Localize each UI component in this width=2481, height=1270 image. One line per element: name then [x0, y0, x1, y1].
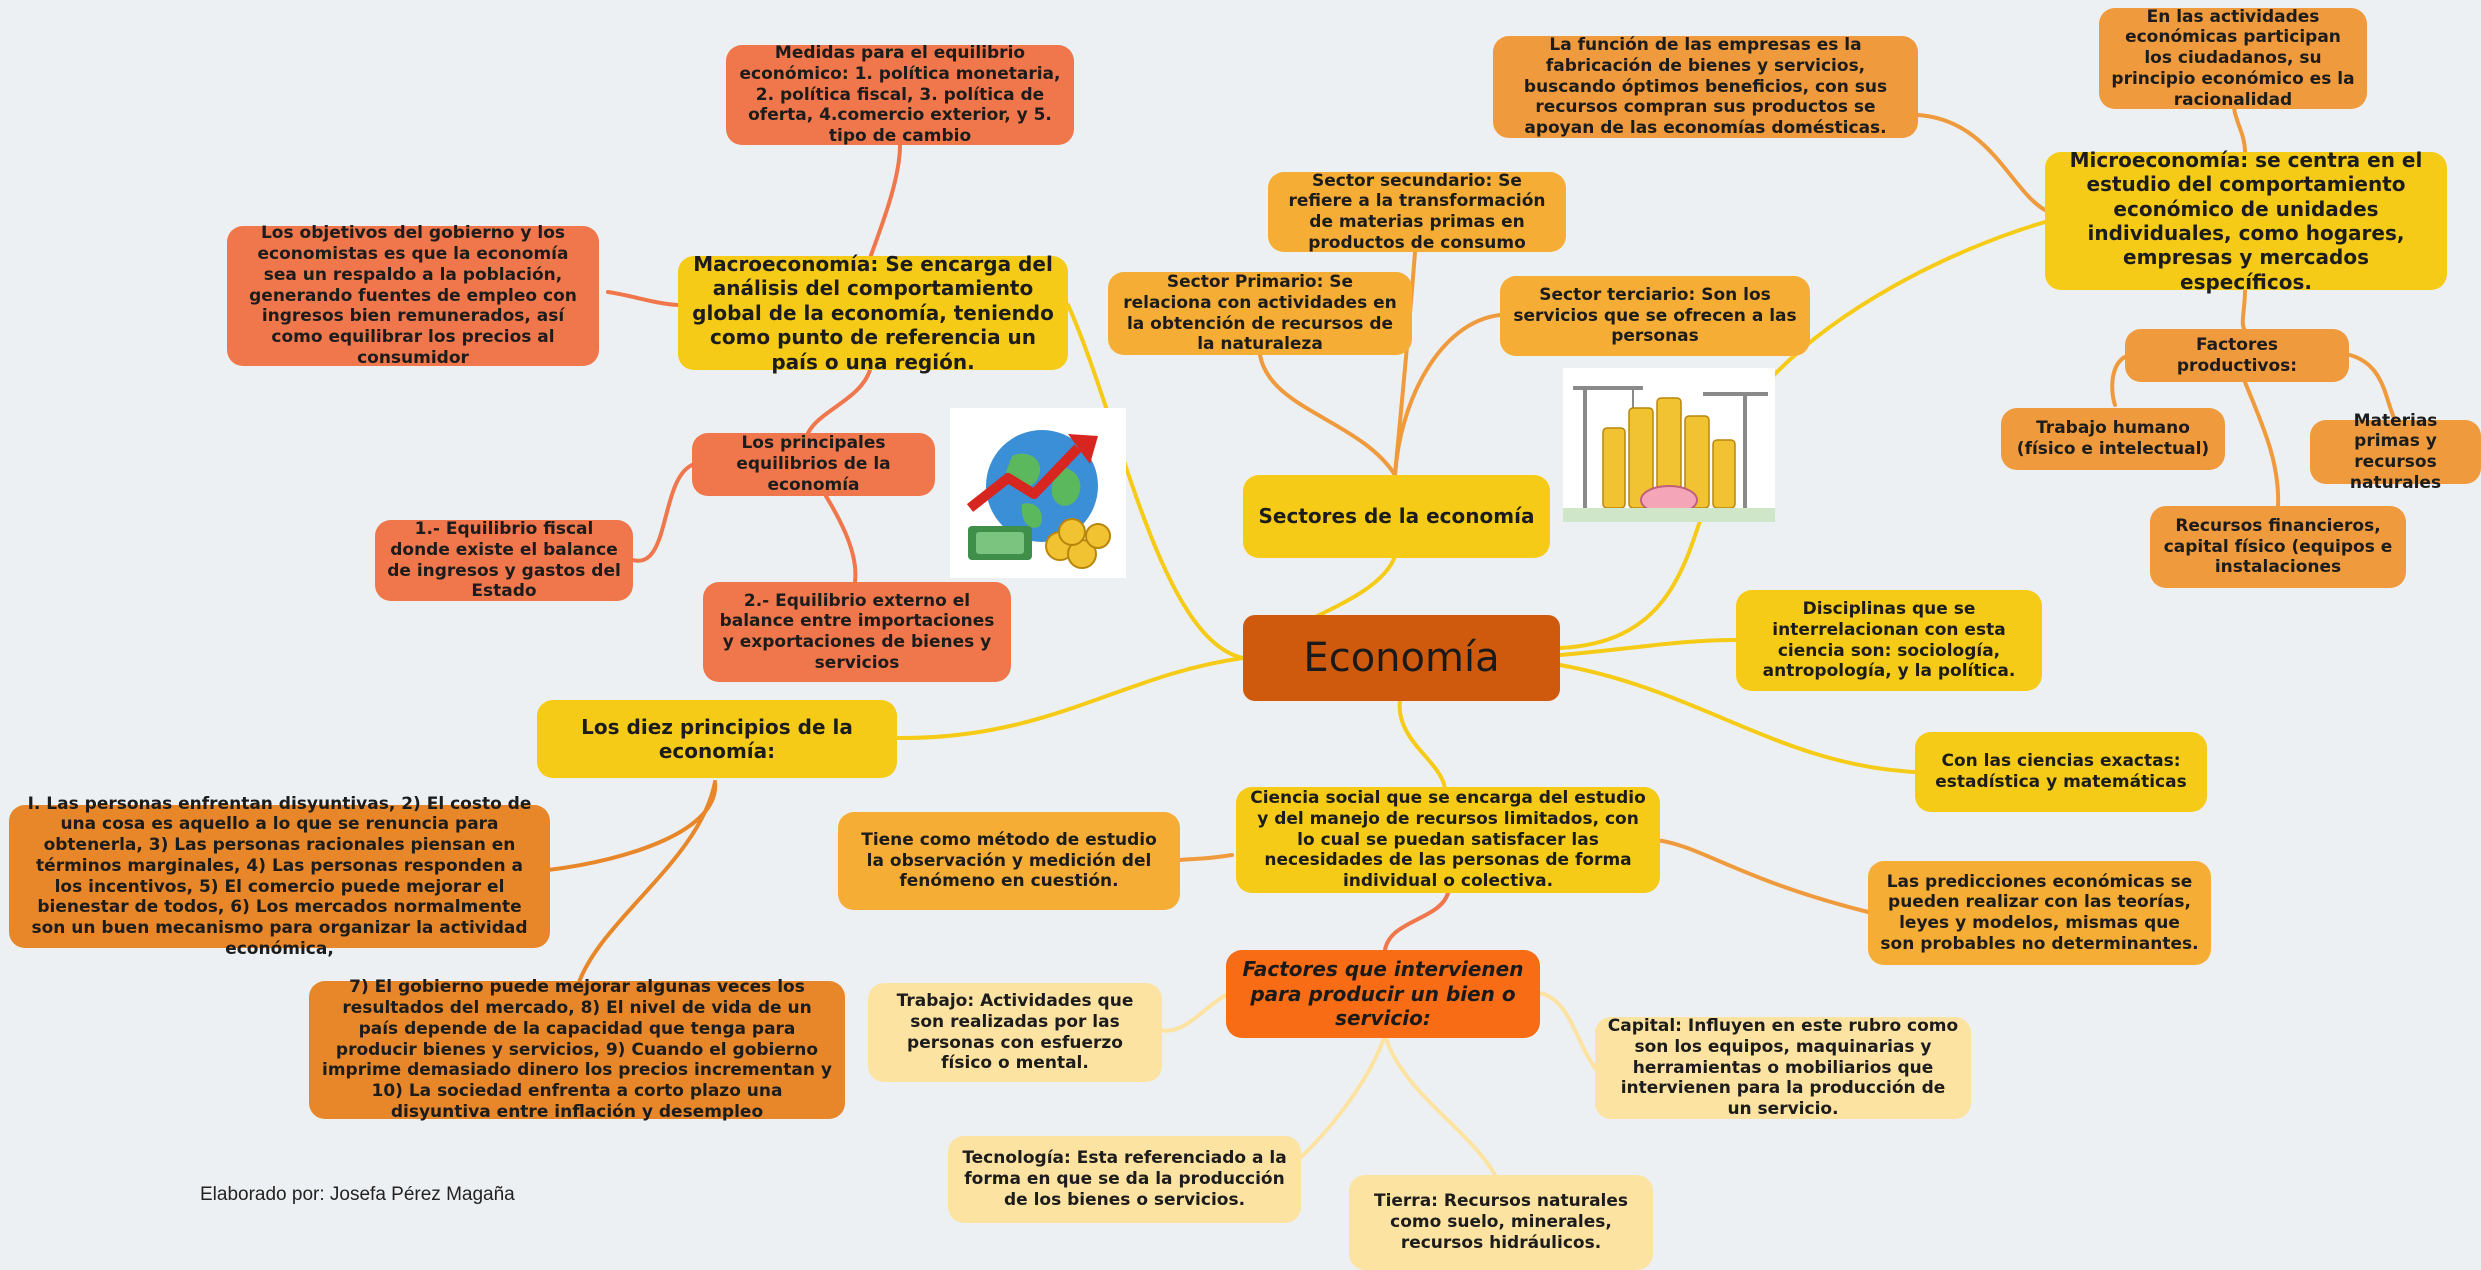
- author-credit: Elaborado por: Josefa Pérez Magaña: [200, 1184, 515, 1205]
- factor-trabajo-node[interactable]: Trabajo: Actividades que son realizadas …: [868, 983, 1162, 1082]
- factores-produccion-node[interactable]: Factores que intervienen para producir u…: [1226, 950, 1540, 1038]
- factores-productivos-node[interactable]: Factores productivos:: [2125, 329, 2349, 382]
- microeconomia-node[interactable]: Microeconomía: se centra en el estudio d…: [2045, 148, 2447, 294]
- factor-tierra-node[interactable]: Tierra: Recursos naturales como suelo, m…: [1349, 1175, 1653, 1270]
- equilibrio-fiscal-node[interactable]: 1.- Equilibrio fiscal donde existe el ba…: [375, 519, 633, 601]
- medidas-node[interactable]: Medidas para el equilibrio económico: 1.…: [726, 43, 1074, 146]
- definicion-node[interactable]: Ciencia social que se encarga del estudi…: [1236, 787, 1660, 893]
- construction-coins-illustration: [1563, 368, 1775, 522]
- equilibrio-externo-node[interactable]: 2.- Equilibrio externo el balance entre …: [703, 582, 1011, 682]
- ciencias-exactas-node[interactable]: Con las ciencias exactas: estadística y …: [1915, 732, 2207, 812]
- ciudadanos-node[interactable]: En las actividades económicas participan…: [2099, 7, 2367, 110]
- principios-node[interactable]: Los diez principios de la economía:: [537, 700, 897, 778]
- metodo-node[interactable]: Tiene como método de estudio la observac…: [838, 812, 1180, 910]
- sector-primario-node[interactable]: Sector Primario: Se relaciona con activi…: [1108, 272, 1412, 355]
- economia-central-node[interactable]: Economía: [1243, 615, 1560, 701]
- equilibrios-node[interactable]: Los principales equilibrios de la econom…: [692, 433, 935, 496]
- disciplinas-node[interactable]: Disciplinas que se interrelacionan con e…: [1736, 590, 2042, 691]
- factor-tecnologia-node[interactable]: Tecnología: Esta referenciado a la forma…: [948, 1136, 1301, 1223]
- recursos-financieros-node[interactable]: Recursos financieros, capital físico (eq…: [2150, 506, 2406, 588]
- factor-capital-node[interactable]: Capital: Influyen en este rubro como son…: [1595, 1016, 1971, 1119]
- materias-primas-node[interactable]: Materias primas y recursos naturales: [2310, 411, 2481, 493]
- predicciones-node[interactable]: Las predicciones económicas se pueden re…: [1868, 861, 2211, 965]
- sector-secundario-node[interactable]: Sector secundario: Se refiere a la trans…: [1268, 171, 1566, 253]
- principios-7-10-node[interactable]: 7) El gobierno puede mejorar algunas vec…: [309, 977, 845, 1122]
- globe-money-illustration: [950, 408, 1126, 578]
- macroeconomia-node[interactable]: Macroeconomía: Se encarga del análisis d…: [678, 252, 1068, 374]
- trabajo-humano-node[interactable]: Trabajo humano (físico e intelectual): [2001, 408, 2225, 470]
- principios-1-6-node[interactable]: I. Las personas enfrentan disyuntivas, 2…: [9, 794, 550, 959]
- sectores-node[interactable]: Sectores de la economía: [1243, 475, 1550, 558]
- sector-terciario-node[interactable]: Sector terciario: Son los servicios que …: [1500, 276, 1810, 356]
- empresas-node[interactable]: La función de las empresas es la fabrica…: [1493, 35, 1918, 138]
- objetivos-node[interactable]: Los objetivos del gobierno y los economi…: [227, 223, 599, 368]
